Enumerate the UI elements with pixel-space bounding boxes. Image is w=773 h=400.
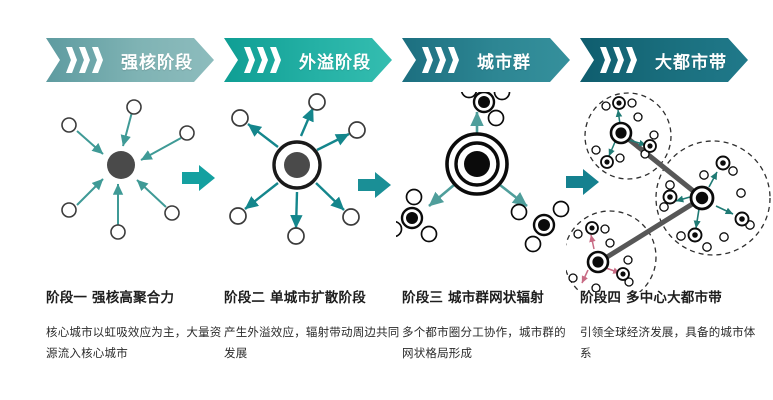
metro-region-3	[568, 221, 634, 292]
stage-banner-label: 大都市带	[655, 52, 727, 72]
stage-connector-arrow-3	[566, 169, 599, 195]
stage-banner-label: 外溢阶段	[299, 52, 371, 72]
stage-description: 核心城市以虹吸效应为主，大量资源流入核心城市	[46, 325, 222, 361]
stage-title: 阶段三 城市群网状辐射	[402, 290, 544, 306]
chevron-right-icon	[448, 47, 459, 73]
satellite-cluster-top	[460, 92, 511, 127]
stage-banner-3[interactable]: 城市群	[402, 38, 570, 82]
stage-description: 引领全球经济发展，具备的城市体系	[580, 325, 756, 361]
chevron-right-icon	[435, 47, 446, 73]
chevron-right-icon	[422, 47, 433, 73]
metro-region-1	[591, 96, 659, 169]
stage-1-caption: 阶段一 强核高聚合力 核心城市以虹吸效应为主，大量资源流入核心城市	[46, 286, 224, 365]
chevron-right-icon	[270, 47, 281, 73]
chevron-right-icon	[244, 47, 255, 73]
metro-hub-node	[689, 185, 715, 211]
metro-boundary	[566, 92, 771, 292]
stage-1-diagram	[61, 99, 195, 240]
stage-2-diagram	[229, 93, 366, 245]
stage-banner-1[interactable]: 强核阶段	[46, 38, 214, 82]
chevron-group-icon	[244, 47, 283, 73]
chevron-right-icon	[626, 47, 637, 73]
sub-center-node	[600, 96, 657, 169]
stage-banner-2[interactable]: 外溢阶段	[224, 38, 392, 82]
chevron-right-icon	[66, 47, 77, 73]
intercity-link	[596, 130, 705, 265]
chevron-right-icon	[79, 47, 90, 73]
stage-title: 阶段二 单城市扩散阶段	[224, 290, 366, 306]
chevron-right-icon	[600, 47, 611, 73]
stage-banner-label: 城市群	[477, 52, 531, 72]
metro-core-target	[445, 132, 509, 196]
chevron-group-icon	[66, 47, 105, 73]
core-city-ring-node	[272, 140, 322, 190]
chevron-right-icon	[92, 47, 103, 73]
stage-3-diagram	[396, 92, 570, 253]
metro-region-2	[659, 155, 755, 252]
stage-3-caption: 阶段三 城市群网状辐射 多个都市圈分工协作，城市群的网状格局形成	[402, 286, 577, 365]
metro-hub-node	[586, 250, 610, 274]
chevron-right-icon	[613, 47, 624, 73]
core-city-node	[107, 151, 135, 179]
stage-description: 产生外溢效应，辐射带动周边共同发展	[224, 325, 400, 361]
stage-2-caption: 阶段二 单城市扩散阶段 产生外溢效应，辐射带动周边共同发展	[224, 286, 402, 365]
stage-connector-arrow-1	[182, 165, 215, 191]
stage-4-caption: 阶段四 多中心大都市带 引领全球经济发展，具备的城市体系	[580, 286, 758, 365]
sub-center-node	[662, 155, 750, 243]
stage-4-diagram	[566, 92, 771, 292]
satellite-cluster-left	[396, 188, 438, 243]
chevron-group-icon	[600, 47, 639, 73]
metro-hub-node	[609, 121, 633, 145]
stage-description: 多个都市圈分工协作，城市群的网状格局形成	[402, 325, 566, 361]
satellite-cluster-right	[510, 200, 570, 253]
chevron-group-icon	[422, 47, 461, 73]
stage-banner-row: 强核阶段 外溢阶段 城市群 大都市带	[0, 38, 773, 84]
stage-connector-arrow-2	[358, 172, 391, 198]
stage-title: 阶段一 强核高聚合力	[46, 290, 175, 306]
stage-banner-4[interactable]: 大都市带	[580, 38, 748, 82]
stage-title: 阶段四 多中心大都市带	[580, 290, 722, 306]
stage-banner-label: 强核阶段	[121, 52, 193, 72]
chevron-right-icon	[257, 47, 268, 73]
sub-center-node	[585, 221, 630, 281]
